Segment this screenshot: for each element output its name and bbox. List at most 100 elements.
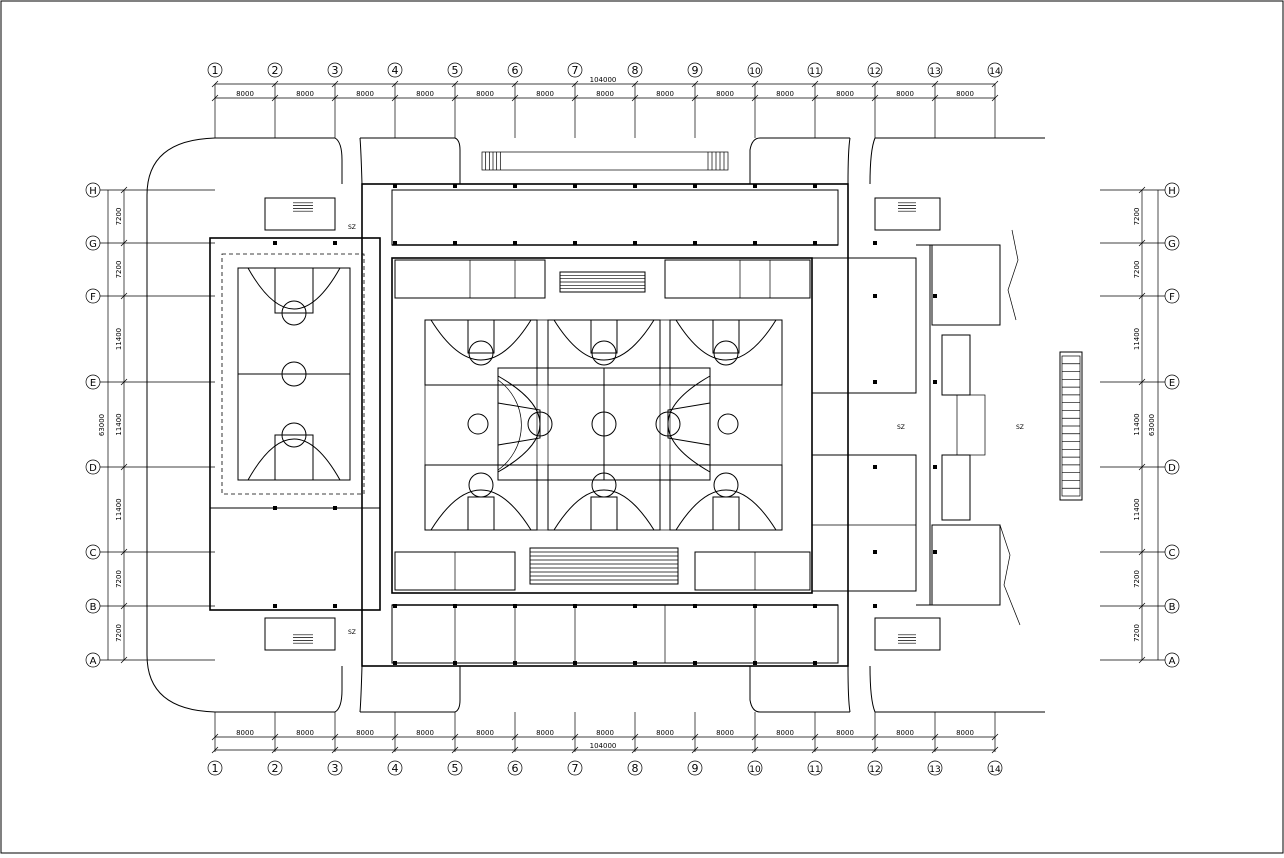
- top-span-label: 8000: [596, 90, 614, 98]
- structural-column: [753, 241, 757, 245]
- structural-column: [753, 604, 757, 608]
- left-axis-label-D: D: [89, 463, 97, 474]
- bottom-axis-label-13: 13: [929, 765, 940, 775]
- stair-label-far-e: SZ: [1016, 424, 1024, 431]
- left-total-label: 63000: [98, 414, 106, 436]
- structural-column: [933, 380, 937, 384]
- left-span-label: 11400: [115, 328, 123, 350]
- structural-column: [933, 465, 937, 469]
- top-axis-label-7: 7: [572, 64, 579, 77]
- structural-column: [513, 184, 517, 188]
- top-bubble-3: [327, 62, 343, 78]
- top-axis-label-4: 4: [392, 64, 399, 77]
- arena-court-bottom-3-arc: [675, 489, 777, 531]
- arena-court-bottom-2-key: [590, 496, 618, 531]
- left-span-label: 7200: [115, 624, 123, 642]
- arena-court-top-2-key: [590, 319, 618, 354]
- building-walls: [209, 151, 1083, 667]
- bottom-span-label: 8000: [716, 729, 734, 737]
- axes-left: ABCDEFGH72007200114001140011400720072006…: [85, 182, 215, 668]
- structural-column: [273, 604, 277, 608]
- arena-court-top-1-ft-circle: [468, 340, 494, 366]
- top-span-label: 8000: [476, 90, 494, 98]
- bottom-span-label: 8000: [536, 729, 554, 737]
- arena-play-area: [424, 319, 783, 531]
- structural-column: [693, 184, 697, 188]
- structural-column: [333, 604, 337, 608]
- stair-label-e: SZ: [897, 424, 905, 431]
- structural-column: [333, 506, 337, 510]
- structural-column: [633, 604, 637, 608]
- structural-column: [873, 465, 877, 469]
- bottom-axis-label-10: 10: [749, 765, 761, 775]
- bottom-span-label: 8000: [656, 729, 674, 737]
- structural-column: [873, 550, 877, 554]
- structural-column: [933, 550, 937, 554]
- arena-court-bottom-3-ft-circle: [713, 472, 739, 498]
- top-axis-label-10: 10: [749, 67, 761, 77]
- structural-column: [453, 184, 457, 188]
- top-axis-label-8: 8: [632, 64, 639, 77]
- practice-court-key-top: [274, 267, 314, 314]
- bottom-axis-label-2: 2: [272, 762, 279, 775]
- bottom-axis-label-6: 6: [512, 762, 519, 775]
- bottom-axis-label-9: 9: [692, 762, 699, 775]
- left-axis-label-F: F: [90, 292, 96, 303]
- left-span-label: 7200: [115, 261, 123, 279]
- arena-court-top-3-arc: [675, 319, 777, 361]
- bottom-bubble-8: [627, 760, 643, 776]
- structural-column: [873, 604, 877, 608]
- top-span-label: 8000: [416, 90, 434, 98]
- structural-column: [513, 241, 517, 245]
- top-span-label: 8000: [236, 90, 254, 98]
- arena-court-top-1-arc: [430, 319, 532, 361]
- bottom-bubble-3: [327, 760, 343, 776]
- main-court-key-left: [497, 402, 541, 446]
- right-axis-label-H: H: [1168, 186, 1176, 197]
- top-bubble-14: [987, 62, 1003, 78]
- structural-column: [573, 184, 577, 188]
- left-span-label: 11400: [115, 413, 123, 435]
- top-span-label: 8000: [896, 90, 914, 98]
- top-bubble-10: [747, 62, 763, 78]
- top-axis-label-6: 6: [512, 64, 519, 77]
- structural-column: [513, 604, 517, 608]
- bottom-bubble-2: [267, 760, 283, 776]
- bottom-axis-label-11: 11: [809, 765, 820, 775]
- main-court-ft-left: [527, 411, 553, 437]
- bottom-bubble-5: [447, 760, 463, 776]
- right-span-label: 11400: [1133, 413, 1141, 435]
- top-axis-label-11: 11: [809, 67, 820, 77]
- bottom-axis-label-4: 4: [392, 762, 399, 775]
- practice-court-center-circle: [281, 361, 307, 387]
- right-axis-label-E: E: [1169, 378, 1175, 389]
- structural-column: [393, 661, 397, 665]
- left-axis-label-B: B: [90, 602, 97, 613]
- bottom-bubble-11: [807, 760, 823, 776]
- top-span-label: 8000: [776, 90, 794, 98]
- bottom-span-label: 8000: [776, 729, 794, 737]
- structural-column: [693, 661, 697, 665]
- structural-column: [633, 661, 637, 665]
- basketball-courts: [221, 253, 783, 531]
- left-axis-label-C: C: [90, 548, 97, 559]
- practice-court-ft-circle-top: [281, 300, 307, 326]
- arena-court-bottom-1-arc: [430, 489, 532, 531]
- structural-column: [573, 241, 577, 245]
- right-span-label: 11400: [1133, 328, 1141, 350]
- bottom-bubble-9: [687, 760, 703, 776]
- bottom-bubble-6: [507, 760, 523, 776]
- right-axis-label-D: D: [1168, 463, 1176, 474]
- structural-column: [273, 241, 277, 245]
- arena-court-right-circle: [717, 413, 739, 435]
- structural-column: [393, 184, 397, 188]
- bottom-bubble-7: [567, 760, 583, 776]
- top-bubble-9: [687, 62, 703, 78]
- structural-column: [873, 380, 877, 384]
- arena-court-top-1-key: [467, 319, 495, 354]
- bottom-span-label: 8000: [416, 729, 434, 737]
- left-axis-label-G: G: [89, 239, 97, 250]
- bottom-bubble-10: [747, 760, 763, 776]
